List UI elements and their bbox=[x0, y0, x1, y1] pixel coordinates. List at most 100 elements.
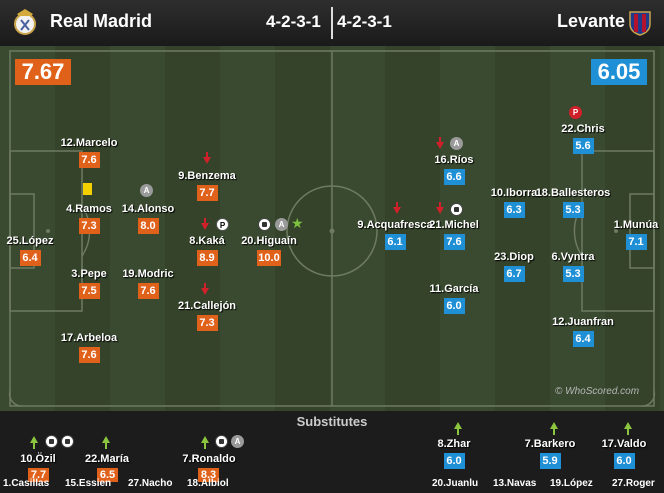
away-player[interactable]: 18.Ballesteros 5.3 bbox=[533, 187, 613, 218]
player-name: 23.Diop bbox=[494, 251, 534, 263]
home-player[interactable]: 20.Higuaín 10.0 bbox=[229, 235, 309, 266]
home-player[interactable]: 25.López 6.4 bbox=[0, 235, 70, 266]
substituted-on-icon bbox=[624, 422, 632, 435]
player-name: 10.Özil bbox=[20, 453, 56, 465]
player-name: 14.Alonso bbox=[121, 203, 175, 215]
home-player[interactable]: 3.Pepe 7.5 bbox=[49, 268, 129, 299]
real-madrid-crest-icon bbox=[14, 9, 36, 35]
player-name: 8.Kaká bbox=[189, 235, 225, 247]
substituted-off-icon bbox=[203, 152, 211, 164]
player-rating: 7.6 bbox=[137, 283, 159, 299]
away-player[interactable]: 21.Michel 7.6 bbox=[414, 219, 494, 250]
player-rating: 8.0 bbox=[137, 218, 159, 234]
home-substitute[interactable]: 7.Ronaldo bbox=[174, 453, 244, 465]
substituted-on-icon bbox=[30, 436, 38, 449]
home-substitute[interactable]: 10.Özil bbox=[3, 453, 73, 465]
away-player[interactable]: 9.Acquafresca 6.1 bbox=[355, 219, 435, 250]
player-rating: 7.7 bbox=[28, 468, 49, 482]
substituted-on-icon bbox=[102, 436, 110, 449]
unused-substitute[interactable]: 27.Roger bbox=[612, 478, 655, 489]
player-rating: 7.6 bbox=[78, 152, 100, 168]
goal-ball-icon bbox=[215, 435, 228, 448]
home-substitute[interactable]: 22.María bbox=[72, 453, 142, 465]
home-player[interactable]: 14.Alonso 8.0 bbox=[108, 203, 188, 234]
away-player[interactable]: 10.Iborra 6.3 bbox=[474, 187, 554, 218]
home-team-name: Real Madrid bbox=[50, 11, 153, 31]
player-name: 4.Ramos bbox=[66, 203, 112, 215]
man-of-the-match-star-icon: ★ bbox=[291, 215, 304, 231]
home-player[interactable]: 17.Arbeloa 7.6 bbox=[49, 332, 129, 363]
home-player[interactable]: 19.Modric 7.6 bbox=[108, 268, 188, 299]
home-player[interactable]: 12.Marcelo 7.6 bbox=[49, 137, 129, 168]
player-name: 12.Marcelo bbox=[60, 137, 118, 149]
away-substitute[interactable]: 17.Valdo 6.0 bbox=[589, 438, 659, 469]
player-rating: 7.7 bbox=[196, 185, 218, 201]
unused-substitute[interactable]: 1.Casillas bbox=[3, 478, 50, 489]
away-player[interactable]: 1.Munúa 7.1 bbox=[596, 219, 664, 250]
unused-substitute[interactable]: 15.Essien bbox=[65, 478, 112, 489]
unused-substitute[interactable]: 19.López bbox=[550, 478, 593, 489]
player-name: 12.Juanfran bbox=[552, 316, 614, 328]
player-rating: 6.0 bbox=[613, 453, 635, 469]
substituted-off-icon bbox=[393, 202, 401, 214]
player-rating: 10.0 bbox=[257, 250, 281, 266]
player-rating: 6.6 bbox=[443, 169, 465, 185]
formation-divider bbox=[331, 7, 333, 39]
away-player[interactable]: 11.García 6.0 bbox=[414, 283, 494, 314]
player-rating: 7.3 bbox=[196, 315, 218, 331]
player-rating: 7.5 bbox=[78, 283, 100, 299]
player-name: 11.García bbox=[429, 283, 479, 295]
home-player[interactable]: 9.Benzema 7.7 bbox=[167, 170, 247, 201]
unused-substitute[interactable]: 27.Nacho bbox=[128, 478, 173, 489]
away-substitute[interactable]: 8.Zhar 6.0 bbox=[419, 438, 489, 469]
player-name: 21.Michel bbox=[429, 219, 479, 231]
away-team-rating: 6.05 bbox=[591, 59, 647, 85]
unused-substitute[interactable]: 20.Juanlu bbox=[432, 478, 479, 489]
player-name: 22.Chris bbox=[561, 123, 605, 135]
player-name: 6.Vyntra bbox=[551, 251, 595, 263]
away-substitute[interactable]: 7.Barkero 5.9 bbox=[515, 438, 585, 469]
levante-crest-icon bbox=[629, 11, 651, 36]
player-rating: 5.9 bbox=[539, 453, 561, 469]
player-name: 7.Ronaldo bbox=[182, 453, 236, 465]
away-player[interactable]: 12.Juanfran 6.4 bbox=[543, 316, 623, 347]
player-name: 18.Ballesteros bbox=[535, 187, 611, 199]
substituted-on-icon bbox=[550, 422, 558, 435]
player-name: 1.Munúa bbox=[613, 219, 659, 231]
player-rating: 6.4 bbox=[19, 250, 41, 266]
player-name: 20.Higuaín bbox=[241, 235, 297, 247]
player-name: 16.Ríos bbox=[434, 154, 474, 166]
player-rating: 7.3 bbox=[78, 218, 100, 234]
unused-substitute[interactable]: 18.Albiol bbox=[187, 478, 229, 489]
away-player[interactable]: 22.Chris 5.6 bbox=[543, 123, 623, 154]
player-rating: 6.3 bbox=[503, 202, 525, 218]
substituted-off-icon bbox=[201, 283, 209, 295]
home-player[interactable]: 8.Kaká 8.9 bbox=[167, 235, 247, 266]
player-rating: 6.5 bbox=[97, 468, 118, 482]
player-name: 22.María bbox=[84, 453, 130, 465]
player-rating: 6.0 bbox=[443, 453, 465, 469]
away-player[interactable]: 6.Vyntra 5.3 bbox=[533, 251, 613, 282]
home-formation: 4-2-3-1 bbox=[266, 12, 321, 31]
match-header: Real Madrid 4-2-3-1 4-2-3-1 Levante bbox=[0, 0, 664, 46]
away-player[interactable]: 16.Ríos 6.6 bbox=[414, 154, 494, 185]
home-player[interactable]: 4.Ramos 7.3 bbox=[49, 203, 129, 234]
substituted-on-icon bbox=[201, 436, 209, 449]
away-player[interactable]: 23.Diop 6.7 bbox=[474, 251, 554, 282]
pitch: 7.67 6.05 12.Marcelo 7.6 4.Ramos 7.3 14.… bbox=[0, 46, 664, 411]
substituted-off-icon bbox=[201, 218, 209, 230]
player-rating: 6.7 bbox=[503, 266, 525, 282]
assist-icon: A bbox=[231, 435, 244, 448]
player-name: 25.López bbox=[6, 235, 54, 247]
player-rating: 8.9 bbox=[196, 250, 218, 266]
home-player[interactable]: 21.Callejón 7.3 bbox=[167, 300, 247, 331]
player-name: 19.Modric bbox=[122, 268, 174, 280]
player-name: 17.Arbeloa bbox=[60, 332, 118, 344]
assist-icon: A bbox=[275, 218, 288, 231]
goal-ball-icon bbox=[61, 435, 74, 448]
player-name: 9.Acquafresca bbox=[357, 219, 433, 231]
player-name: 8.Zhar bbox=[437, 438, 471, 450]
watermark: © WhoScored.com bbox=[555, 386, 640, 397]
player-name: 7.Barkero bbox=[524, 438, 576, 450]
unused-substitute[interactable]: 13.Navas bbox=[493, 478, 537, 489]
